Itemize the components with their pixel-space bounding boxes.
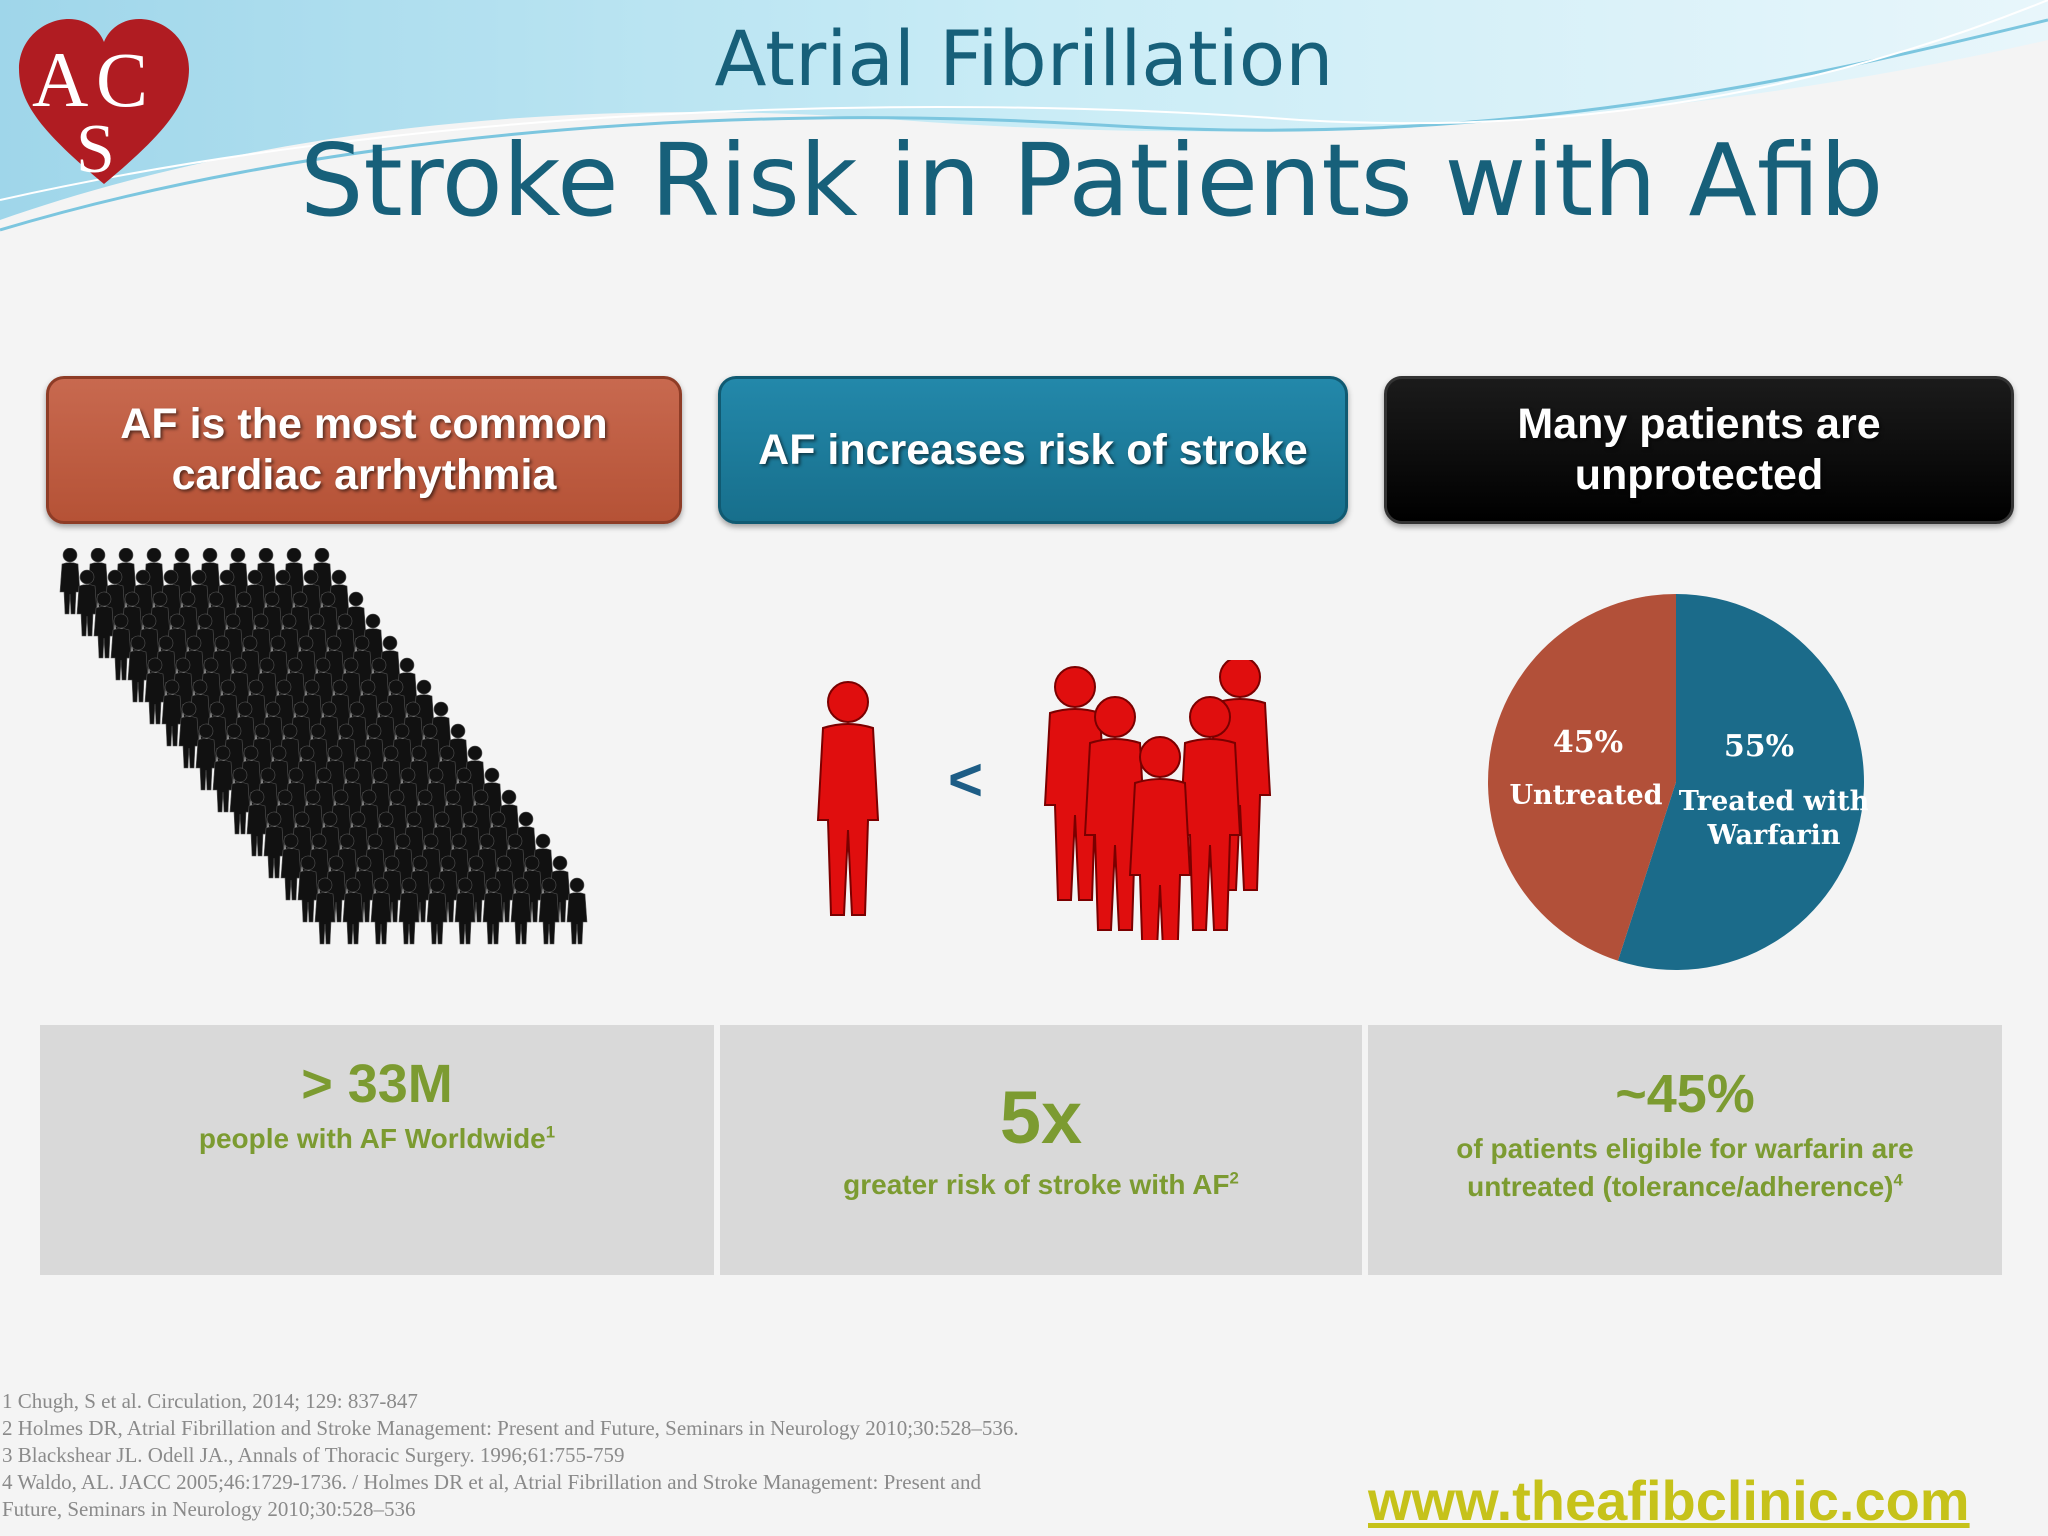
logo-lettering: A [32, 36, 88, 123]
crowd-illustration [59, 548, 588, 945]
stat-text: untreated (tolerance/adherence) [1467, 1171, 1894, 1203]
heading-increases-stroke-risk: AF increases risk of stroke [718, 376, 1348, 524]
reference-item: 1 Chugh, S et al. Circulation, 2014; 129… [2, 1389, 418, 1413]
pie-slice-treated-with-warfarin [1617, 594, 1865, 970]
stat-value: 5x [999, 1076, 1083, 1159]
footnote-ref: 4 [1893, 1170, 1903, 1190]
stat-box-stroke-risk: 5x greater risk of stroke with AF2 [720, 1025, 1362, 1275]
crowd-person-icon [566, 877, 588, 945]
header-swoosh-background [0, 0, 2048, 232]
pie-slice-label: Untreated [1509, 780, 1662, 811]
pie-slice-label: Warfarin [1707, 820, 1841, 851]
pie-value-label: 55% [1724, 729, 1794, 764]
stroke-risk-comparison-illustration [817, 660, 1271, 940]
acs-heart-logo: A C S [19, 19, 189, 188]
stat-description: greater risk of stroke with AF2 [720, 1166, 1362, 1204]
heading-line: unprotected [1574, 451, 1824, 499]
heading-line: cardiac arrhythmia [171, 451, 557, 499]
reference-item: 3 Blackshear JL. Odell JA., Annals of Th… [2, 1443, 625, 1467]
stat-description: of patients eligible for warfarin are unt… [1368, 1130, 2002, 1206]
reference-item: 2 Holmes DR, Atrial Fibrillation and Str… [2, 1416, 1019, 1440]
pie-slice-label: Treated with [1679, 786, 1868, 817]
less-than-symbol: < [948, 746, 984, 813]
single-person-icon [817, 681, 879, 916]
heading-line: Many patients are [1517, 400, 1881, 449]
stat-box-af-worldwide: > 33M people with AF Worldwide1 [40, 1025, 714, 1275]
footnote-ref: 1 [545, 1123, 556, 1143]
stat-value: > 33M [301, 1054, 453, 1114]
heading-text: AF increases risk of stroke [758, 425, 1308, 474]
svg-text:C: C [96, 36, 148, 123]
reference-item: 4 Waldo, AL. JACC 2005;46:1729-1736. / H… [2, 1470, 981, 1494]
references-list: 1 Chugh, S et al. Circulation, 2014; 129… [2, 1388, 1202, 1523]
stat-text: people with AF Worldwide [198, 1123, 546, 1155]
stat-value: ~45% [1615, 1064, 1755, 1124]
stat-box-untreated-patients: ~45% of patients eligible for warfarin a… [1368, 1025, 2002, 1275]
page-subtitle: Stroke Risk in Patients with Afib [300, 122, 1884, 239]
group-of-people-icon [1044, 660, 1271, 940]
footnote-ref: 2 [1229, 1168, 1239, 1188]
svg-text:S: S [76, 111, 115, 188]
stat-text: of patients eligible for warfarin are [1456, 1133, 1914, 1165]
pie-value-label: 45% [1553, 725, 1623, 760]
heading-line: AF is the most common [120, 400, 608, 449]
crowd-person-icon [59, 548, 81, 615]
pie-slice-untreated [1488, 594, 1676, 961]
stat-description: people with AF Worldwide1 [40, 1120, 714, 1158]
reference-item: Future, Seminars in Neurology 2010;30:52… [2, 1497, 416, 1521]
page-title: Atrial Fibrillation [714, 14, 1334, 103]
clinic-website-link[interactable]: www.theafibclinic.com [1368, 1469, 1970, 1532]
stat-text: greater risk of stroke with AF [843, 1169, 1230, 1201]
